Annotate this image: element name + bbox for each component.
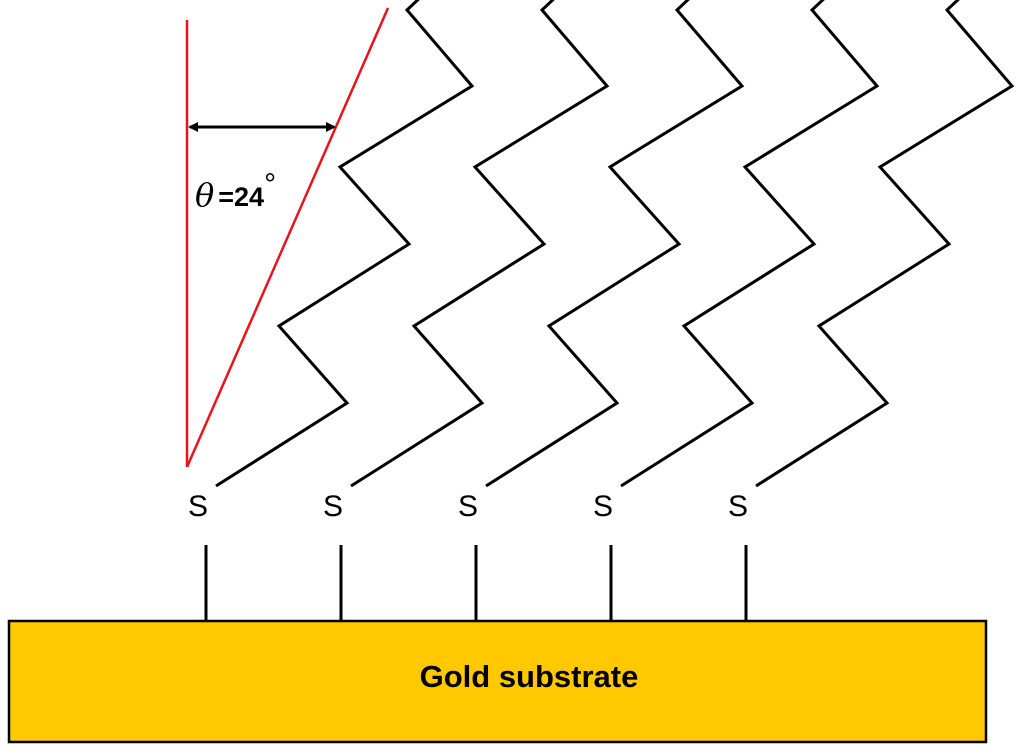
sulfur-atom-label: S xyxy=(593,490,613,523)
alkyl-chain xyxy=(350,0,610,488)
sulfur-atom-label: S xyxy=(728,490,748,523)
alkyl-chain xyxy=(485,0,745,488)
tilt-angle-annotation: θ=24° xyxy=(185,7,390,468)
alkyl-chains xyxy=(215,0,1015,488)
substrate-rect xyxy=(7,619,988,744)
theta-symbol: θ xyxy=(195,176,214,214)
substrate-label: Gold substrate xyxy=(420,659,639,694)
sulfur-atom-label: S xyxy=(323,490,343,523)
alkyl-chain xyxy=(620,0,880,488)
angle-value: =24 xyxy=(218,182,264,212)
sulfur-atom-label: S xyxy=(188,490,208,523)
anchor-bonds xyxy=(204,545,748,621)
chain-axis-line xyxy=(185,7,390,468)
alkyl-chain xyxy=(755,0,1015,488)
alkyl-chain xyxy=(215,0,475,488)
angle-label: θ=24° xyxy=(195,168,276,214)
gold-substrate: Gold substrate xyxy=(7,619,988,744)
sulfur-atom-label: S xyxy=(458,490,478,523)
degree-symbol: ° xyxy=(264,168,276,201)
